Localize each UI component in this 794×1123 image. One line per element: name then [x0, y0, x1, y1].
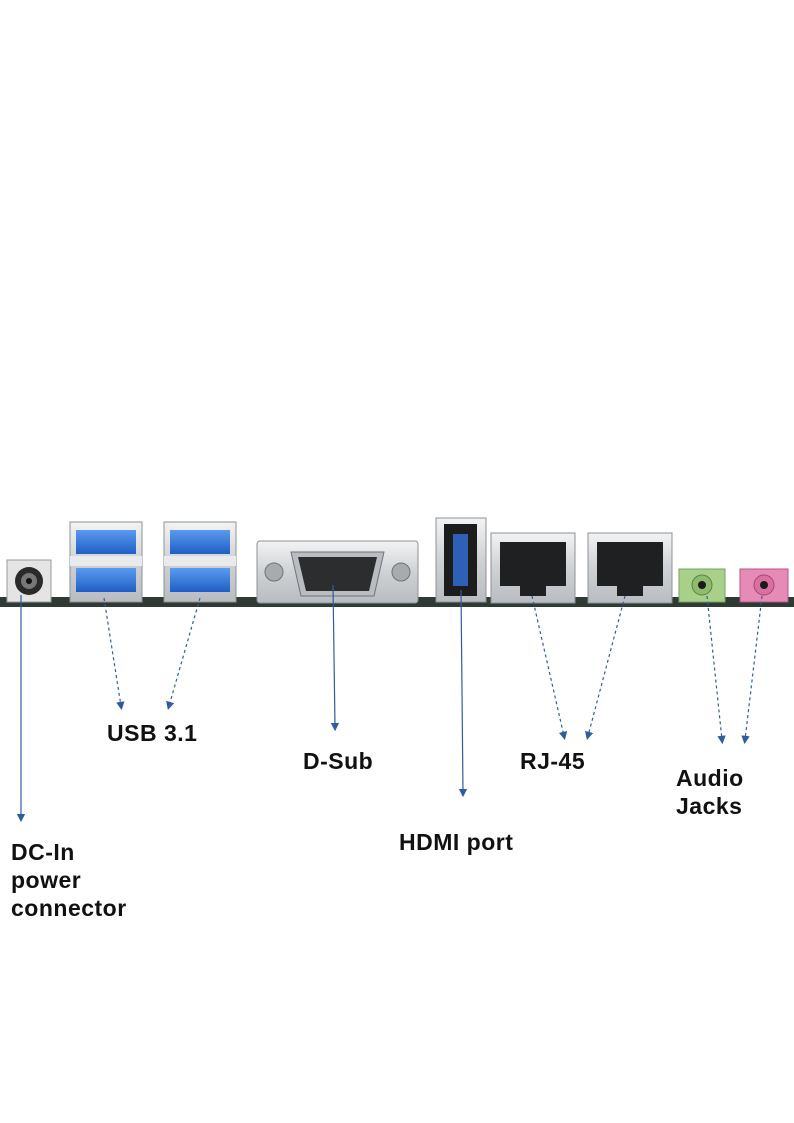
label-hdmi-text: HDMI port	[399, 829, 514, 855]
label-audio: Audio Jacks	[676, 764, 744, 820]
usb-stack-2	[163, 521, 237, 603]
label-audio-line-1: Audio	[676, 765, 744, 791]
rj45-port-2	[587, 532, 673, 604]
label-dsub-text: D-Sub	[303, 748, 374, 774]
label-usb: USB 3.1	[107, 719, 197, 747]
label-rj45: RJ-45	[520, 747, 585, 775]
arrow-rj45-2	[585, 595, 626, 741]
arrow-audio-2	[741, 595, 763, 745]
label-rj45-text: RJ-45	[520, 748, 586, 774]
label-dsub: D-Sub	[303, 747, 373, 775]
hdmi-connector	[435, 517, 487, 603]
dsub-connector	[256, 540, 419, 604]
label-dc-in: DC-In power connector	[11, 838, 127, 922]
label-dc-in-line-3: connector	[11, 895, 127, 921]
arrow-usb-2	[166, 597, 201, 711]
arrow-rj45-1	[531, 595, 568, 741]
usb-stack-1	[69, 521, 143, 603]
audio-jack-green	[678, 568, 726, 603]
label-hdmi: HDMI port	[399, 828, 513, 856]
audio-jack-pink	[739, 568, 789, 603]
arrow-hdmi	[458, 589, 468, 798]
arrow-audio-1	[706, 595, 726, 745]
label-audio-line-2: Jacks	[676, 793, 743, 819]
rj45-port-1	[490, 532, 576, 604]
label-dc-in-line-2: power	[11, 867, 82, 893]
label-usb-text: USB 3.1	[107, 720, 198, 746]
dc-in-jack	[6, 559, 52, 603]
arrow-usb-1	[103, 597, 125, 711]
label-dc-in-line-1: DC-In	[11, 839, 75, 865]
arrow-dsub	[330, 584, 340, 732]
